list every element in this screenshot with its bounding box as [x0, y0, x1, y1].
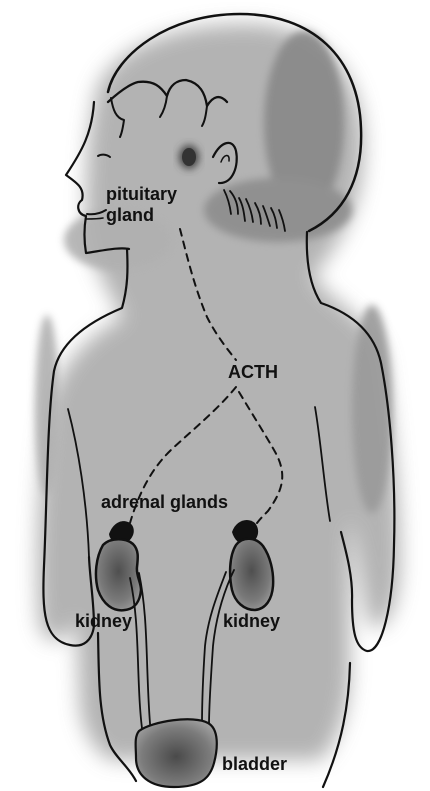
acth-label: ACTH	[228, 362, 278, 383]
left-kidney-label: kidney	[75, 611, 132, 632]
bladder-shape	[136, 719, 217, 787]
pituitary-gland-text: pituitary gland	[106, 184, 177, 225]
adrenal-glands-label: adrenal glands	[101, 492, 228, 513]
bladder-label: bladder	[222, 754, 287, 775]
pituitary-gland-shape	[179, 145, 199, 169]
right-kidney-label: kidney	[223, 611, 280, 632]
pituitary-gland-label: pituitary gland	[106, 184, 177, 226]
body-shadow	[37, 24, 400, 760]
